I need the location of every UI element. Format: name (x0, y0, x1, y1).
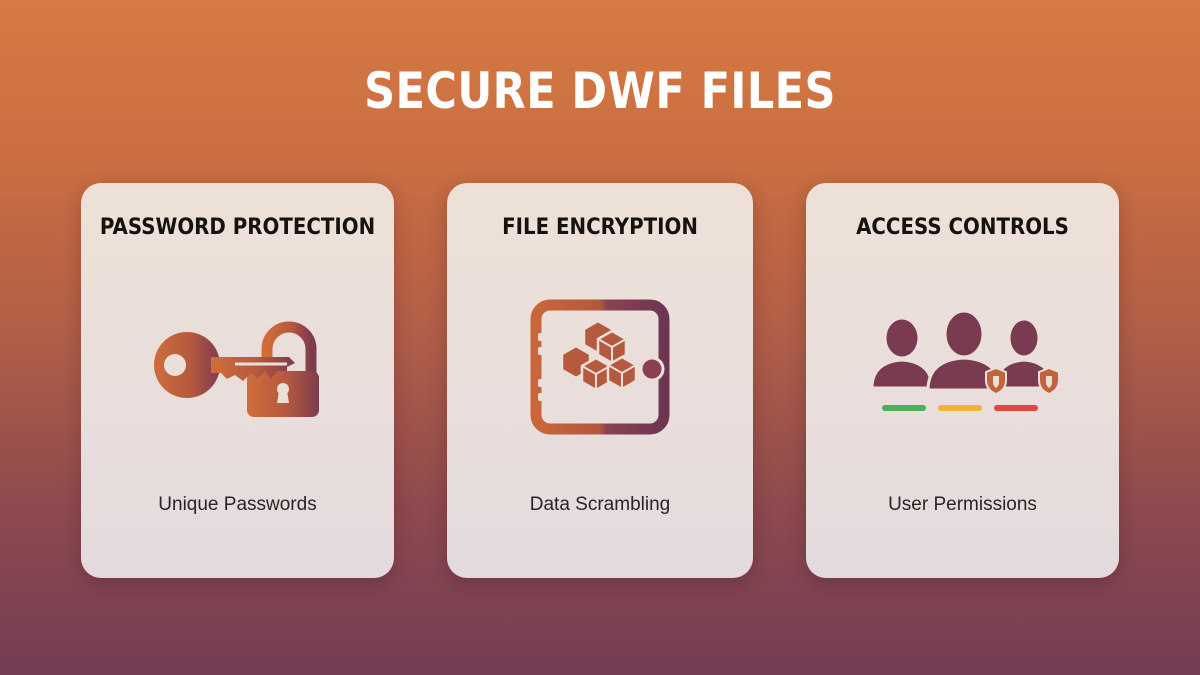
card-title: ACCESS CONTROLS (856, 215, 1069, 240)
status-bar-yellow (938, 405, 982, 411)
card-subtitle: User Permissions (888, 494, 1037, 515)
status-bar-red (994, 405, 1038, 411)
card-access-controls: ACCESS CONTROLS User Permissions (806, 183, 1119, 578)
users-shield-icon (870, 309, 1058, 411)
key-and-padlock-icon (154, 321, 319, 417)
status-bar-green (882, 405, 926, 411)
card-subtitle: Data Scrambling (529, 494, 671, 515)
card-title: FILE ENCRYPTION (502, 215, 698, 240)
card-password-protection: PASSWORD PROTECTION Unique Passwords (81, 183, 394, 578)
card-subtitle: Unique Passwords (158, 494, 317, 515)
card-file-encryption: FILE ENCRYPTION (447, 183, 753, 578)
card-title: PASSWORD PROTECTION (99, 215, 376, 240)
encrypted-safe-cubes-icon (530, 299, 670, 435)
page-title: SECURE DWF FILES (364, 62, 836, 120)
